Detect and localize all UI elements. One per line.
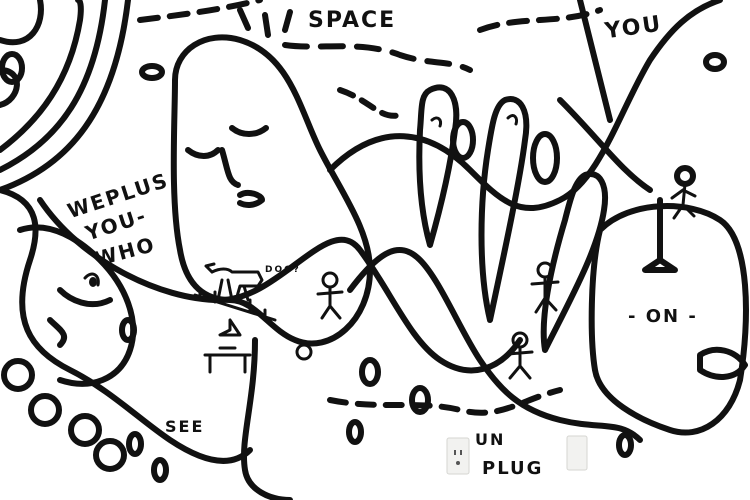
dog-scene xyxy=(193,262,277,374)
small-heads xyxy=(1,52,727,483)
word-un: UN xyxy=(475,430,505,449)
word-you: YOU xyxy=(602,12,664,45)
stick-figures xyxy=(295,261,560,380)
finger-shapes xyxy=(416,84,608,353)
left-face xyxy=(17,224,137,387)
word-dog: DOG? xyxy=(265,265,301,275)
word-on: - ON - xyxy=(628,306,698,327)
outlet-plates xyxy=(446,435,588,475)
contour-lines xyxy=(0,0,131,193)
word-plug: PLUG xyxy=(482,458,543,479)
tall-face xyxy=(170,34,373,347)
word-space: SPACE xyxy=(308,8,396,33)
right-face xyxy=(588,165,749,436)
word-see: SEE xyxy=(165,417,204,436)
dashed-lines xyxy=(137,0,603,416)
